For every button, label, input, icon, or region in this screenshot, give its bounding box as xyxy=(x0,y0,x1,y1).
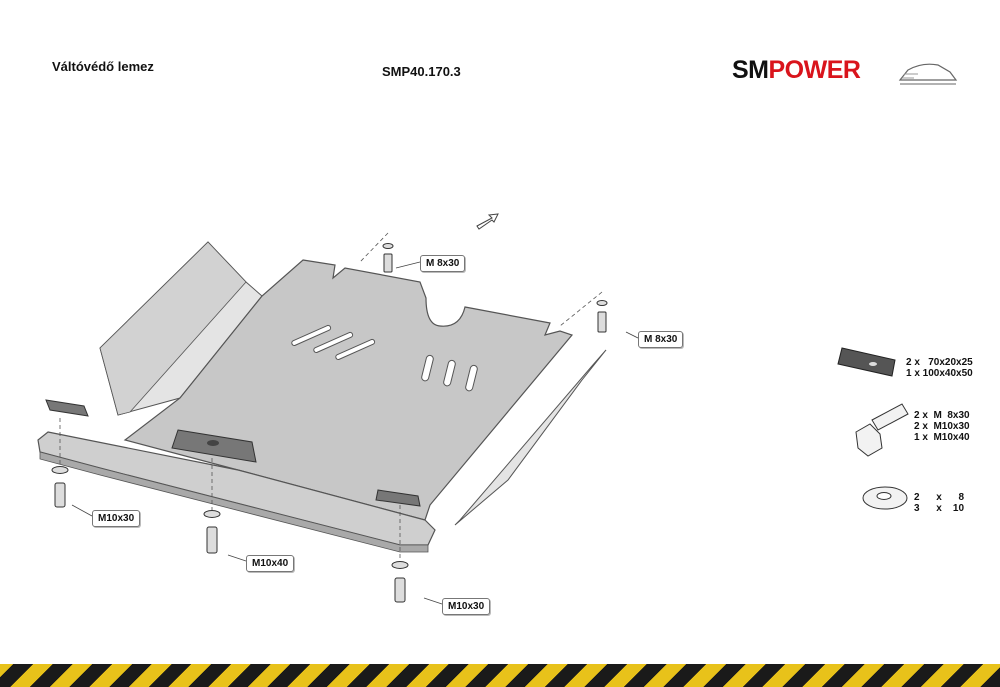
bolt-icons xyxy=(51,243,608,603)
callout-bolt-right: M 8x30 xyxy=(638,331,684,348)
right-side-flap xyxy=(454,349,607,526)
mounting-plates xyxy=(45,399,421,507)
page-title: Váltóvédő lemez xyxy=(52,59,154,74)
callout-bolt-bottom: M10x30 xyxy=(442,598,491,615)
plates-line-2: 1 x 100x40x50 xyxy=(906,368,973,379)
part-code: SMP40.170.3 xyxy=(382,64,461,79)
washers-line-1: 2 x 8 xyxy=(914,492,965,503)
bolt-part-icon xyxy=(855,403,909,457)
brand-logo: SMPOWER xyxy=(732,52,962,92)
bolts-line-1: 2 x M 8x30 xyxy=(914,410,970,421)
washer-part-icon xyxy=(862,486,908,510)
direction-arrow-icon xyxy=(476,213,499,230)
hazard-stripe-footer xyxy=(0,664,1000,687)
callout-bolt-top: M 8x30 xyxy=(420,255,466,272)
callout-bolt-left: M10x30 xyxy=(92,510,141,527)
bolts-line-3: 1 x M10x40 xyxy=(914,432,970,443)
logo-part2: POWER xyxy=(768,56,861,84)
plate-part-icon xyxy=(837,347,896,377)
logo-part1: SM xyxy=(732,56,769,84)
car-silhouette-icon xyxy=(898,63,958,85)
bolts-line-2: 2 x M10x30 xyxy=(914,421,970,432)
front-crossbar xyxy=(37,431,436,553)
callout-bolt-center: M10x40 xyxy=(246,555,295,572)
washers-line-2: 3 x 10 xyxy=(914,503,965,514)
plates-line-1: 2 x 70x20x25 xyxy=(906,357,973,368)
